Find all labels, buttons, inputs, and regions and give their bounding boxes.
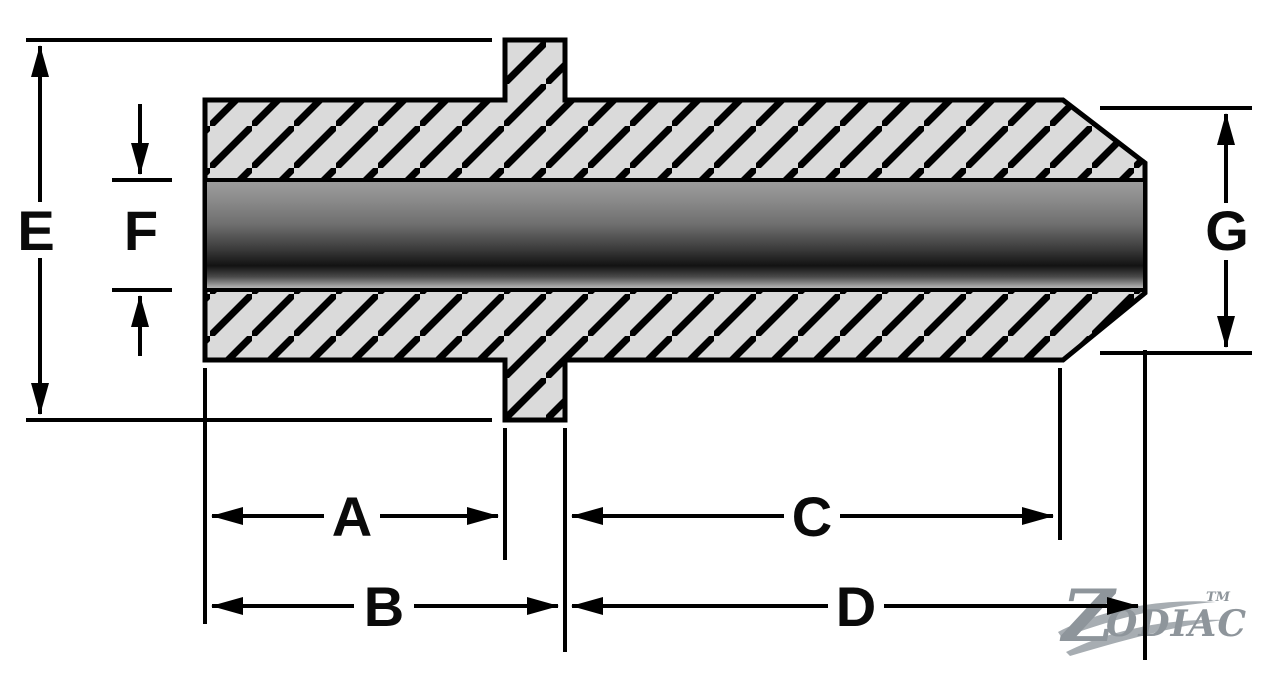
extension-lines	[26, 38, 1252, 660]
logo-letter-z: Z	[1059, 573, 1117, 658]
dimension-label-c: C	[792, 485, 832, 548]
dimension-b: B	[211, 575, 559, 638]
dimension-label-g: G	[1205, 199, 1249, 262]
dimension-e: E	[17, 45, 55, 415]
dimension-label-a: A	[332, 485, 372, 548]
dimension-label-f: F	[124, 199, 158, 262]
dimension-f: F	[124, 104, 158, 356]
center-bore	[203, 178, 1147, 292]
dimension-a: A	[211, 485, 499, 548]
dimension-label-b: B	[364, 575, 404, 638]
dimension-label-e: E	[17, 199, 54, 262]
zodiac-logo: Z ODIAC TM	[1058, 573, 1247, 658]
logo-trademark: TM	[1206, 590, 1231, 605]
dimension-c: C	[571, 485, 1054, 548]
dimension-d: D	[571, 575, 1139, 638]
dimension-g: G	[1205, 113, 1249, 348]
logo-text-odiac: ODIAC	[1106, 603, 1247, 645]
dimension-label-d: D	[836, 575, 876, 638]
